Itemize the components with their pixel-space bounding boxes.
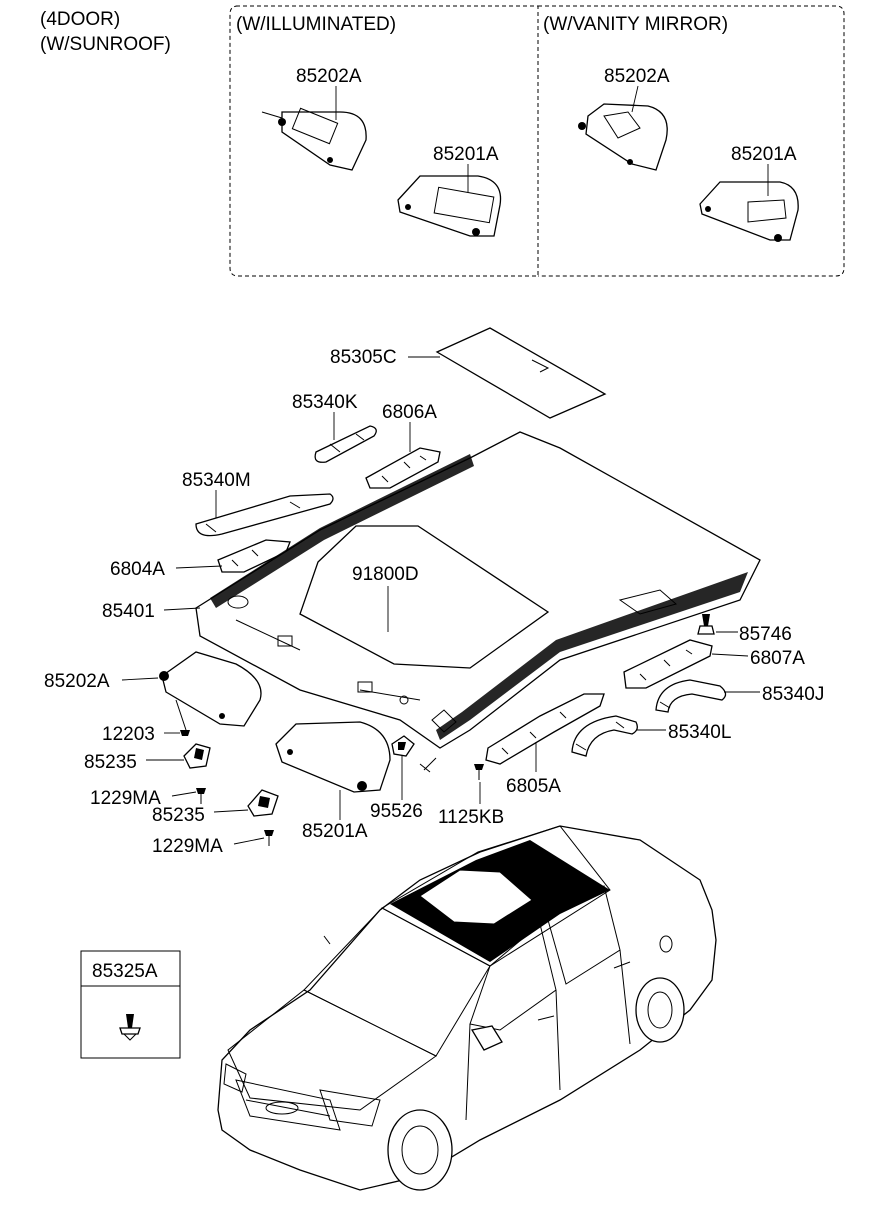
sunvisor-lh-label: 85202A (44, 671, 110, 692)
header-line-1: (4DOOR) (40, 9, 120, 30)
option-box-illuminated-title: (W/ILLUMINATED) (236, 14, 396, 35)
bracket-right-label: 6807A (750, 648, 805, 669)
bracket-rear-label: 6805A (506, 776, 561, 797)
bracket-top (365, 447, 441, 489)
option-box-vanity: (W/VANITY MIRROR) 85202A 85201A (538, 5, 845, 277)
bracket-left-label: 6804A (110, 559, 165, 580)
screw-1229ma-2-label: 1229MA (152, 836, 223, 857)
grip-handle-front (314, 425, 377, 463)
illuminated-lower-label: 85201A (433, 144, 499, 165)
screw-1229ma-1 (196, 788, 206, 804)
header-line-2: (W/SUNROOF) (40, 34, 171, 55)
grip-handle-front-label: 85340K (292, 392, 358, 413)
vanity-sunvisor-rh (699, 181, 799, 242)
retainer-1-label: 85235 (84, 752, 137, 773)
retainer-1 (183, 743, 211, 769)
illuminated-sunvisor-lh (261, 107, 367, 171)
sunvisor-rh (275, 721, 391, 793)
car-illustration (217, 825, 717, 1191)
screw-1125kb (474, 764, 484, 780)
bracket-rear (485, 693, 605, 765)
screw-12203 (175, 699, 190, 736)
vanity-lower-label: 85201A (731, 144, 797, 165)
vanity-upper-label: 85202A (604, 66, 670, 87)
sunvisor-lh (159, 651, 262, 727)
bracket-top-label: 6806A (382, 402, 437, 423)
bracket-right (623, 639, 713, 689)
headlining (195, 431, 761, 749)
grip-handle-left (195, 493, 334, 537)
sunroof-frame-label: 91800D (352, 564, 419, 585)
sunroof-panel (435, 327, 607, 419)
retainer-2 (247, 789, 279, 817)
clip-icon (119, 1014, 141, 1041)
screw-12203-label: 12203 (102, 724, 155, 745)
inset-title: 85325A (92, 961, 158, 982)
screw-1229ma-2 (264, 830, 274, 846)
grip-handle-right (655, 679, 727, 713)
vanity-sunvisor-lh (578, 103, 668, 171)
headlining-label: 85401 (102, 601, 155, 622)
screw-1229ma-1-label: 1229MA (90, 788, 161, 809)
grip-handle-left-label: 85340M (182, 470, 251, 491)
retainer-2-label: 85235 (152, 805, 205, 826)
option-box-vanity-title: (W/VANITY MIRROR) (543, 14, 728, 35)
screw-1125kb-label: 1125KB (438, 807, 504, 828)
illuminated-sunvisor-rh (397, 175, 502, 237)
sunroof-panel-label: 85305C (330, 347, 397, 368)
clip-right (697, 614, 715, 635)
inset-box: 85325A (80, 950, 181, 1059)
sunvisor-rh-label: 85201A (302, 821, 368, 842)
clip-right-label: 85746 (739, 624, 792, 645)
grip-handle-rear-label: 85340L (668, 722, 731, 743)
grip-handle-rear (571, 715, 638, 757)
grip-handle-right-label: 85340J (762, 684, 824, 705)
room-lamp-label: 95526 (370, 801, 423, 822)
illuminated-upper-label: 85202A (296, 66, 362, 87)
option-box-illuminated: (W/ILLUMINATED) 85202A 85201A (229, 5, 539, 277)
room-lamp (391, 735, 437, 773)
